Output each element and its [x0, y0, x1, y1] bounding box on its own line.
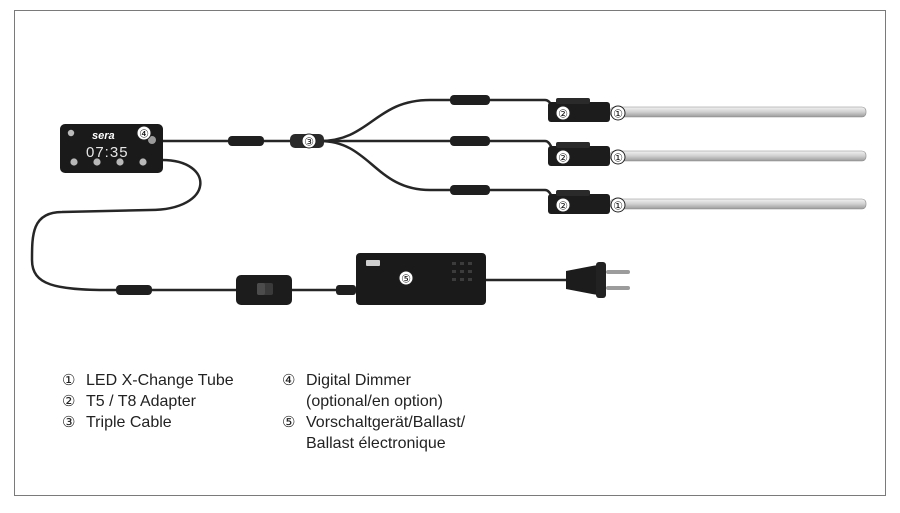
- legend-number: ③: [62, 414, 76, 431]
- ballast: ⑤: [356, 253, 486, 305]
- marker-1: ①: [613, 109, 623, 121]
- legend-item-ballast: ⑤ Vorschaltgerät/Ballast/: [282, 412, 465, 433]
- branch-cable-middle: [318, 139, 562, 158]
- legend-label: Vorschaltgerät/Ballast/: [306, 414, 466, 431]
- connector-top: [450, 95, 490, 105]
- led-tube-3: [609, 198, 867, 210]
- marker-2: ②: [558, 109, 568, 121]
- legend-label: Digital Dimmer: [306, 372, 411, 389]
- marker-1: ①: [613, 201, 623, 213]
- legend-label: LED X-Change Tube: [86, 372, 234, 389]
- connector-loop: [116, 285, 152, 295]
- marker-2: ②: [558, 201, 568, 213]
- connector-dimmer-out: [228, 136, 264, 146]
- legend-label: T5 / T8 Adapter: [86, 393, 196, 410]
- dimmer-button-2: [148, 136, 156, 144]
- legend-label-continued: Ballast électronique: [306, 435, 446, 452]
- legend-number: ⑤: [282, 414, 296, 431]
- legend-left-column: ① LED X-Change Tube ② T5 / T8 Adapter ③ …: [62, 370, 234, 433]
- legend-label: Triple Cable: [86, 414, 172, 431]
- dimmer-display: 07:35: [86, 144, 129, 161]
- adapter-1-top: [556, 98, 590, 104]
- connector-ballast-in: [336, 285, 356, 295]
- ballast-label: [366, 260, 380, 266]
- legend-right-column: ④ Digital Dimmer (optional/en option) ⑤ …: [282, 370, 465, 454]
- led-tube-1: [609, 106, 867, 118]
- marker-4-circle: [136, 125, 152, 141]
- adapter-3-top: [556, 190, 590, 196]
- marker-3-circle: [301, 133, 317, 149]
- marker-2-circle: [555, 105, 571, 121]
- connector-middle: [450, 136, 490, 146]
- marker-1-circle: [610, 197, 626, 213]
- marker-5-circle: [398, 270, 414, 286]
- marker-2: ②: [558, 153, 568, 165]
- dimmer-button-5: [116, 158, 124, 166]
- legend-item-dimmer-note: (optional/en option): [282, 391, 465, 412]
- mains-plug: [566, 262, 630, 298]
- plug-pin-2: [606, 286, 630, 290]
- legend-number: ①: [62, 372, 76, 389]
- ballast-vents: [452, 262, 472, 281]
- connector-bottom: [450, 185, 490, 195]
- marker-3: ③: [304, 137, 314, 149]
- legend-label-continued: (optional/en option): [306, 393, 443, 410]
- legend-item-tube: ① LED X-Change Tube: [62, 370, 234, 391]
- digital-dimmer: sera 07:35 ④: [60, 124, 163, 173]
- legend-item-dimmer: ④ Digital Dimmer: [282, 370, 465, 391]
- dimmer-button-1: [67, 129, 75, 137]
- legend-item-triple-cable: ③ Triple Cable: [62, 412, 234, 433]
- dimmer-input-cable: [30, 158, 240, 292]
- led-tube-row-3: ② ①: [548, 190, 867, 214]
- adapter-2-top: [556, 142, 590, 148]
- inline-switch: [236, 275, 292, 305]
- led-tube-row-1: ② ①: [548, 98, 867, 122]
- legend-number: ④: [282, 372, 296, 389]
- marker-1-circle: [610, 149, 626, 165]
- legend-item-ballast-note: Ballast électronique: [282, 433, 465, 454]
- legend-item-adapter: ② T5 / T8 Adapter: [62, 391, 234, 412]
- marker-5: ⑤: [401, 274, 411, 286]
- marker-1: ①: [613, 153, 623, 165]
- connectors: [116, 95, 490, 295]
- dimmer-button-3: [70, 158, 78, 166]
- plug-pin-1: [606, 270, 630, 274]
- led-tube-2: [609, 150, 867, 162]
- branch-cable-bottom: [318, 139, 562, 206]
- plug-face: [596, 262, 606, 298]
- branch-cable-top: [318, 98, 562, 143]
- plug-body: [566, 264, 604, 296]
- switch-rocker-highlight: [257, 283, 265, 295]
- ballast-body: [356, 253, 486, 305]
- marker-1-circle: [610, 105, 626, 121]
- marker-2-circle: [555, 149, 571, 165]
- dimmer-brand-logo: sera: [92, 130, 115, 142]
- led-tube-row-2: ② ①: [548, 142, 867, 166]
- legend-number: ②: [62, 393, 76, 410]
- dimmer-button-6: [139, 158, 147, 166]
- marker-2-circle: [555, 197, 571, 213]
- dimmer-button-4: [93, 158, 101, 166]
- marker-4: ④: [139, 129, 149, 141]
